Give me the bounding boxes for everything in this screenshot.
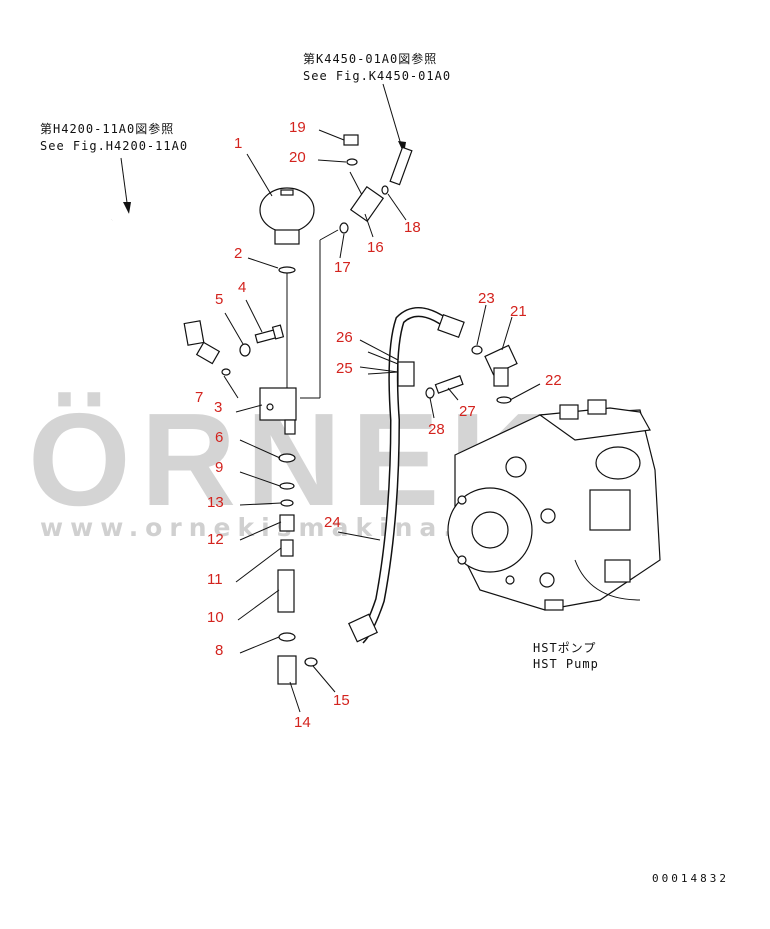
callout-28: 28 (428, 421, 445, 438)
pump-label-jp: HSTポンプ (533, 641, 596, 655)
callout-13: 13 (207, 494, 224, 511)
callout-22: 22 (545, 372, 562, 389)
callout-21: 21 (510, 303, 527, 320)
main-hose (348, 307, 465, 644)
callout-24: 24 (324, 514, 341, 531)
callout-23: 23 (478, 290, 495, 307)
left-reference-jp: 第H4200-11A0図参照 (40, 121, 174, 136)
callout-5: 5 (215, 291, 223, 308)
left-hose (110, 213, 221, 365)
callout-10: 10 (207, 609, 224, 626)
pump-fittings (425, 344, 518, 404)
callout-14: 14 (294, 714, 311, 731)
pump-label-en: HST Pump (533, 657, 599, 671)
callout-25: 25 (336, 360, 353, 377)
leader-lines (223, 129, 541, 713)
callout-6: 6 (215, 429, 223, 446)
top-reference-en: See Fig.K4450-01A0 (303, 69, 451, 83)
callout-numbers: 1 2 3 4 5 6 7 8 9 10 11 12 13 14 15 16 1… (195, 119, 562, 731)
reference-arrows (120, 83, 406, 214)
valve-block (259, 229, 339, 435)
drawing-id: 00014832 (652, 872, 729, 885)
left-reference-en: See Fig.H4200-11A0 (40, 139, 188, 153)
upper-fittings (339, 134, 413, 234)
accumulator (259, 187, 315, 245)
callout-2: 2 (234, 245, 242, 262)
callout-4: 4 (238, 279, 246, 296)
callout-16: 16 (367, 239, 384, 256)
callout-9: 9 (215, 459, 223, 476)
stacked-parts (221, 266, 318, 685)
callout-1: 1 (234, 135, 242, 152)
callout-26: 26 (336, 329, 353, 346)
callout-19: 19 (289, 119, 306, 136)
callout-11: 11 (207, 571, 223, 588)
callout-7: 7 (195, 389, 203, 406)
callout-20: 20 (289, 149, 306, 166)
callout-3: 3 (214, 399, 222, 416)
callout-27: 27 (459, 403, 476, 420)
callout-17: 17 (334, 259, 351, 276)
top-reference-jp: 第K4450-01A0図参照 (303, 51, 437, 66)
hst-pump (447, 399, 661, 611)
callout-12: 12 (207, 531, 224, 548)
callout-15: 15 (333, 692, 350, 709)
callout-8: 8 (215, 642, 223, 659)
bolt-washer-4-5 (239, 324, 285, 357)
callout-18: 18 (404, 219, 421, 236)
